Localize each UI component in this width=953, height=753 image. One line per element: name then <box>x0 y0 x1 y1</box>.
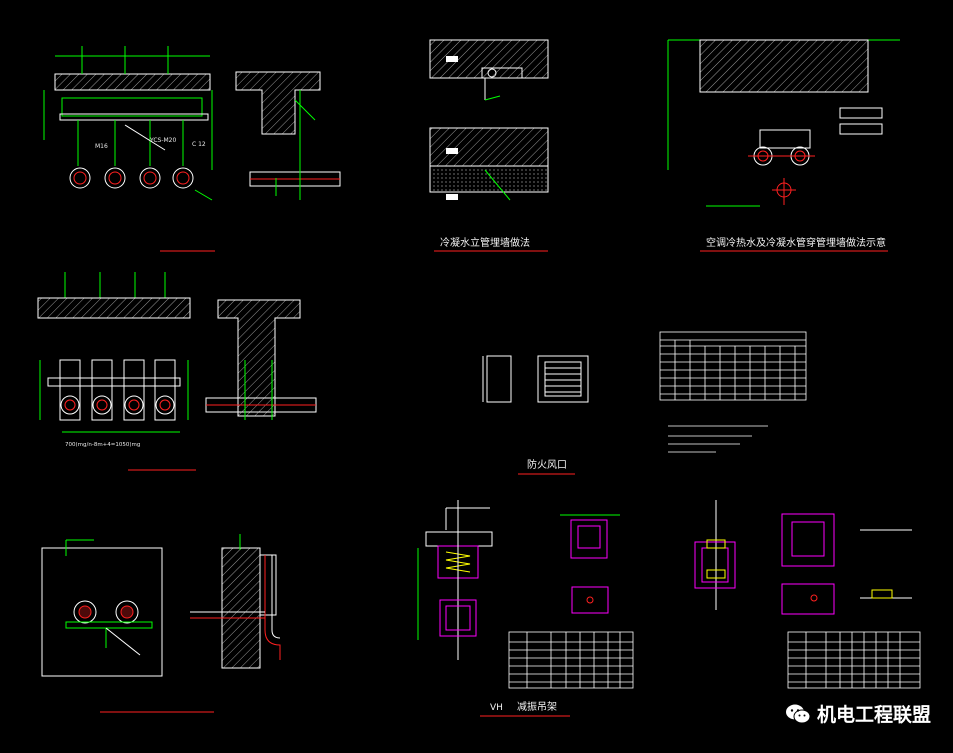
svg-text:C 12: C 12 <box>192 141 206 148</box>
beam-section-mid-left <box>205 299 317 420</box>
fire-vent-drawing <box>482 355 589 403</box>
watermark-text: 机电工程联盟 <box>816 704 931 726</box>
detail-ac-pipe-wall <box>667 39 900 207</box>
svg-text:M16: M16 <box>95 143 108 150</box>
detail-wall-sleeve-bottom-left <box>41 539 163 677</box>
svg-text:YCS-M20: YCS-M20 <box>149 137 176 144</box>
pipe-circles-mid-left: 700(mg/n-8m+4=1050)mg <box>59 359 180 448</box>
detail-spring-hanger-bottom-right <box>694 500 912 615</box>
caption-vh-prefix: VH <box>490 703 503 713</box>
schedule-table-mid-right <box>659 331 807 401</box>
detail-hanger-channel <box>560 514 620 614</box>
spring-schedule-table <box>787 631 921 689</box>
detail-vibration-hanger <box>417 500 493 660</box>
notes-block-mid-right <box>668 425 768 453</box>
wechat-logo-icon <box>785 704 811 723</box>
caption-fire-vent: 防火风口 <box>527 458 567 471</box>
hanger-schedule-table <box>508 631 634 689</box>
caption-ac-pipe-wall: 空调冷热水及冷凝水管穿管埋墙做法示意 <box>706 236 886 249</box>
caption-vh-hanger: 减振吊架 <box>517 700 557 713</box>
detail-pipe-hanger-top-left: YCS-M20 M16 C 12 <box>43 46 213 170</box>
pipe-spacing-note: 700(mg/n-8m+4=1050)mg <box>65 442 140 448</box>
detail-pipe-supports-mid-left <box>37 272 191 420</box>
watermark: 机电工程联盟 <box>785 700 931 727</box>
pipe-circles-top-left <box>69 167 213 201</box>
detail-wall-sleeve-section <box>190 534 281 669</box>
detail-riser-wall <box>429 39 549 201</box>
beam-section-top-left <box>235 71 341 200</box>
caption-riser-wall: 冷凝水立管埋墙做法 <box>440 236 530 249</box>
